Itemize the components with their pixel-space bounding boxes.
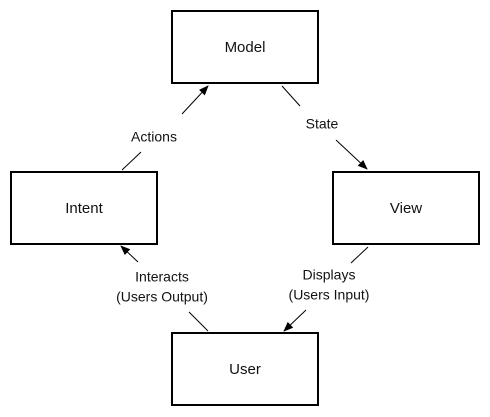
model-label: Model [225, 39, 266, 56]
edge-intent-model-arrow [181, 85, 209, 115]
edge-view-user-tail [350, 246, 369, 264]
edge-user-to-intent: Interacts (Users Output) [116, 245, 209, 332]
user-label: User [229, 361, 261, 378]
interacts-label-line2: (Users Output) [116, 289, 208, 305]
view-label: View [390, 200, 422, 217]
user-node: User [171, 332, 319, 406]
edge-model-view-arrow [335, 139, 368, 170]
displays-label-line1: Displays [303, 267, 356, 283]
view-node: View [332, 171, 480, 245]
edge-model-view-tail [281, 85, 301, 107]
interacts-label-line1: Interacts [135, 269, 189, 285]
intent-node: Intent [10, 171, 158, 245]
displays-label-line2: (Users Input) [289, 287, 370, 303]
actions-label: Actions [131, 129, 177, 145]
edge-intent-model-tail [121, 151, 142, 171]
edge-user-intent-tail [188, 311, 209, 332]
state-label: State [306, 116, 339, 132]
model-node: Model [171, 10, 319, 84]
intent-label: Intent [65, 200, 103, 217]
edge-model-to-view: State [281, 85, 368, 170]
edge-view-to-user: Displays (Users Input) [283, 246, 370, 332]
edge-view-user-arrow [283, 309, 307, 332]
edge-intent-to-model: Actions [121, 85, 209, 171]
edge-user-intent-arrow [120, 245, 139, 263]
